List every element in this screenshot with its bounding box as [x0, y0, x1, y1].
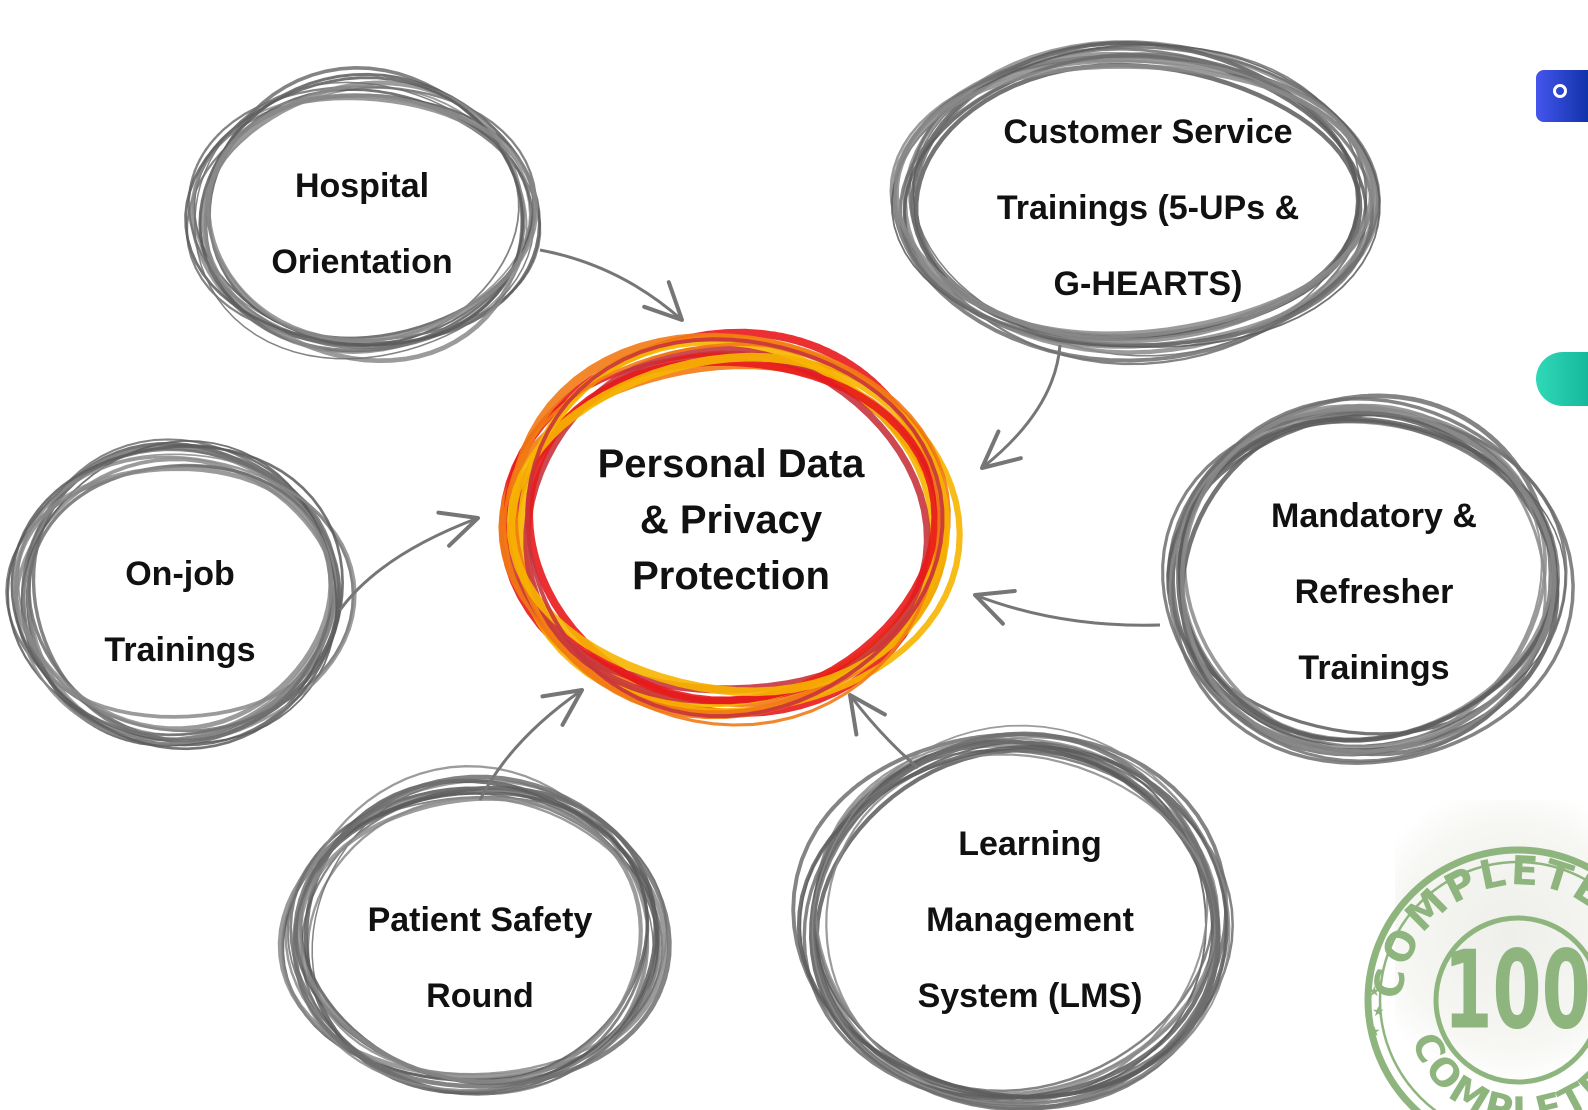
node-label-line: Learning [958, 825, 1102, 863]
ring-patient-safety-round-stroke [297, 796, 643, 1084]
center-ring-sketch-stroke [525, 337, 945, 719]
ring-on-job-trainings-stroke [12, 466, 334, 731]
node-label-line: Management [926, 901, 1134, 939]
center-label-line-3: Protection [632, 554, 830, 598]
arrow-customer-to-center-head [980, 429, 1023, 470]
side-tab-teal[interactable] [1536, 352, 1588, 406]
ring-learning-management-system-stroke [825, 753, 1217, 1095]
arrow-customer-to-center-shaft [981, 344, 1062, 470]
arrow-customer-to-center [980, 344, 1062, 470]
node-label-line: Hospital [294, 167, 430, 205]
arrow-hospital-to-center [539, 248, 684, 322]
ring-learning-management-system-stroke [796, 744, 1229, 1099]
ring-hospital-orientation-stroke [201, 80, 525, 364]
node-label-line: Trainings [1298, 649, 1450, 687]
arrow-lms-to-center-shaft [848, 694, 919, 770]
ring-on-job-trainings-stroke [27, 463, 334, 742]
ring-mandatory-refresher-trainings [1161, 393, 1575, 765]
stamp-middle-ring [1378, 860, 1588, 1110]
ring-customer-service-trainings-stroke [908, 46, 1368, 366]
ring-patient-safety-round-stroke [292, 774, 672, 1089]
center-label: Personal Data & Privacy Protection [556, 430, 906, 610]
stamp-star-icon: ★ [1368, 1023, 1381, 1039]
stamp-star-icon: ★ [1368, 983, 1381, 999]
node-label-line: Customer Service [1003, 113, 1293, 151]
ring-mandatory-refresher-trainings-stroke [1180, 404, 1557, 756]
stamp-inner-ring [1433, 915, 1588, 1085]
arrow-mandatory-to-center [973, 589, 1161, 627]
ring-customer-service-trainings-stroke [898, 52, 1374, 347]
ring-customer-service-trainings-stroke [893, 63, 1374, 344]
ring-mandatory-refresher-trainings-stroke [1177, 416, 1558, 743]
arrow-onjob-to-center-shaft [338, 516, 479, 611]
ring-learning-management-system-stroke [811, 724, 1231, 1106]
ring-hospital-orientation-stroke [184, 76, 524, 347]
center-label-line-1: Personal Data [597, 442, 865, 486]
node-customer-service-trainings: Customer Service Trainings (5-UPs & G-HE… [968, 94, 1328, 322]
connector-arrows [338, 248, 1161, 801]
node-label-line: Trainings (5-UPs & [996, 189, 1300, 227]
node-label-line: Refresher [1294, 573, 1454, 611]
arrow-hospital-to-center-head [642, 280, 684, 322]
complete-stamp: COMPLETE COMPLETE 100% ★ ★ ★ [1364, 846, 1588, 1110]
stamp-outer-ring [1364, 846, 1588, 1110]
arrow-patient-to-center [478, 688, 584, 801]
ring-patient-safety-round-stroke [311, 779, 655, 1094]
center-ring [498, 328, 963, 727]
arrow-hospital-to-center-shaft [539, 248, 683, 322]
node-mandatory-refresher-trainings: Mandatory & Refresher Trainings [1234, 478, 1514, 706]
arrow-mandatory-to-center-shaft [974, 593, 1161, 627]
ring-customer-service-trainings [889, 40, 1381, 366]
node-label-line: Orientation [271, 243, 453, 281]
arrow-mandatory-to-center-head [973, 589, 1017, 626]
ring-hospital-orientation [184, 65, 542, 364]
ring-on-job-trainings-stroke [10, 445, 344, 751]
ring-customer-service-trainings-stroke [891, 43, 1381, 348]
node-label-line: Patient Safety [367, 901, 593, 939]
ring-hospital-orientation-stroke [194, 81, 535, 360]
ring-on-job-trainings [5, 438, 357, 751]
node-label-line: System (LMS) [917, 977, 1143, 1015]
center-ring-sketch [498, 328, 963, 727]
node-label-line: G-HEARTS) [1053, 265, 1243, 303]
stamp-value: 100% [1443, 929, 1588, 1053]
node-label-line: Round [426, 977, 534, 1015]
node-rings [5, 40, 1575, 1110]
ring-hospital-orientation-stroke [205, 93, 539, 343]
node-on-job-trainings: On-job Trainings [60, 536, 300, 688]
arrow-onjob-to-center [338, 510, 480, 611]
node-learning-management-system: Learning Management System (LMS) [890, 806, 1170, 1034]
node-label-line: On-job [125, 555, 235, 593]
node-label-line: Trainings [104, 631, 256, 669]
arrow-onjob-to-center-head [436, 510, 480, 548]
center-ring-sketch-stroke [503, 342, 941, 727]
stamp-star-icon: ★ [1372, 1003, 1385, 1019]
node-hospital-orientation: Hospital Orientation [222, 148, 502, 300]
arrow-lms-to-center-head [848, 693, 887, 737]
ring-mandatory-refresher-trainings-stroke [1161, 411, 1568, 763]
center-label-line-2: & Privacy [639, 498, 823, 542]
ring-mandatory-refresher-trainings-stroke [1170, 397, 1575, 765]
arrow-lms-to-center [848, 693, 919, 770]
ring-patient-safety-round-stroke [306, 796, 662, 1076]
arrow-patient-to-center-head [540, 688, 584, 727]
node-patient-safety-round: Patient Safety Round [340, 882, 620, 1034]
search-icon [1553, 84, 1567, 98]
arrow-patient-to-center-shaft [478, 688, 583, 801]
node-label-line: Mandatory & [1271, 497, 1477, 535]
ring-learning-management-system [791, 724, 1234, 1110]
ring-patient-safety-round [277, 765, 672, 1096]
